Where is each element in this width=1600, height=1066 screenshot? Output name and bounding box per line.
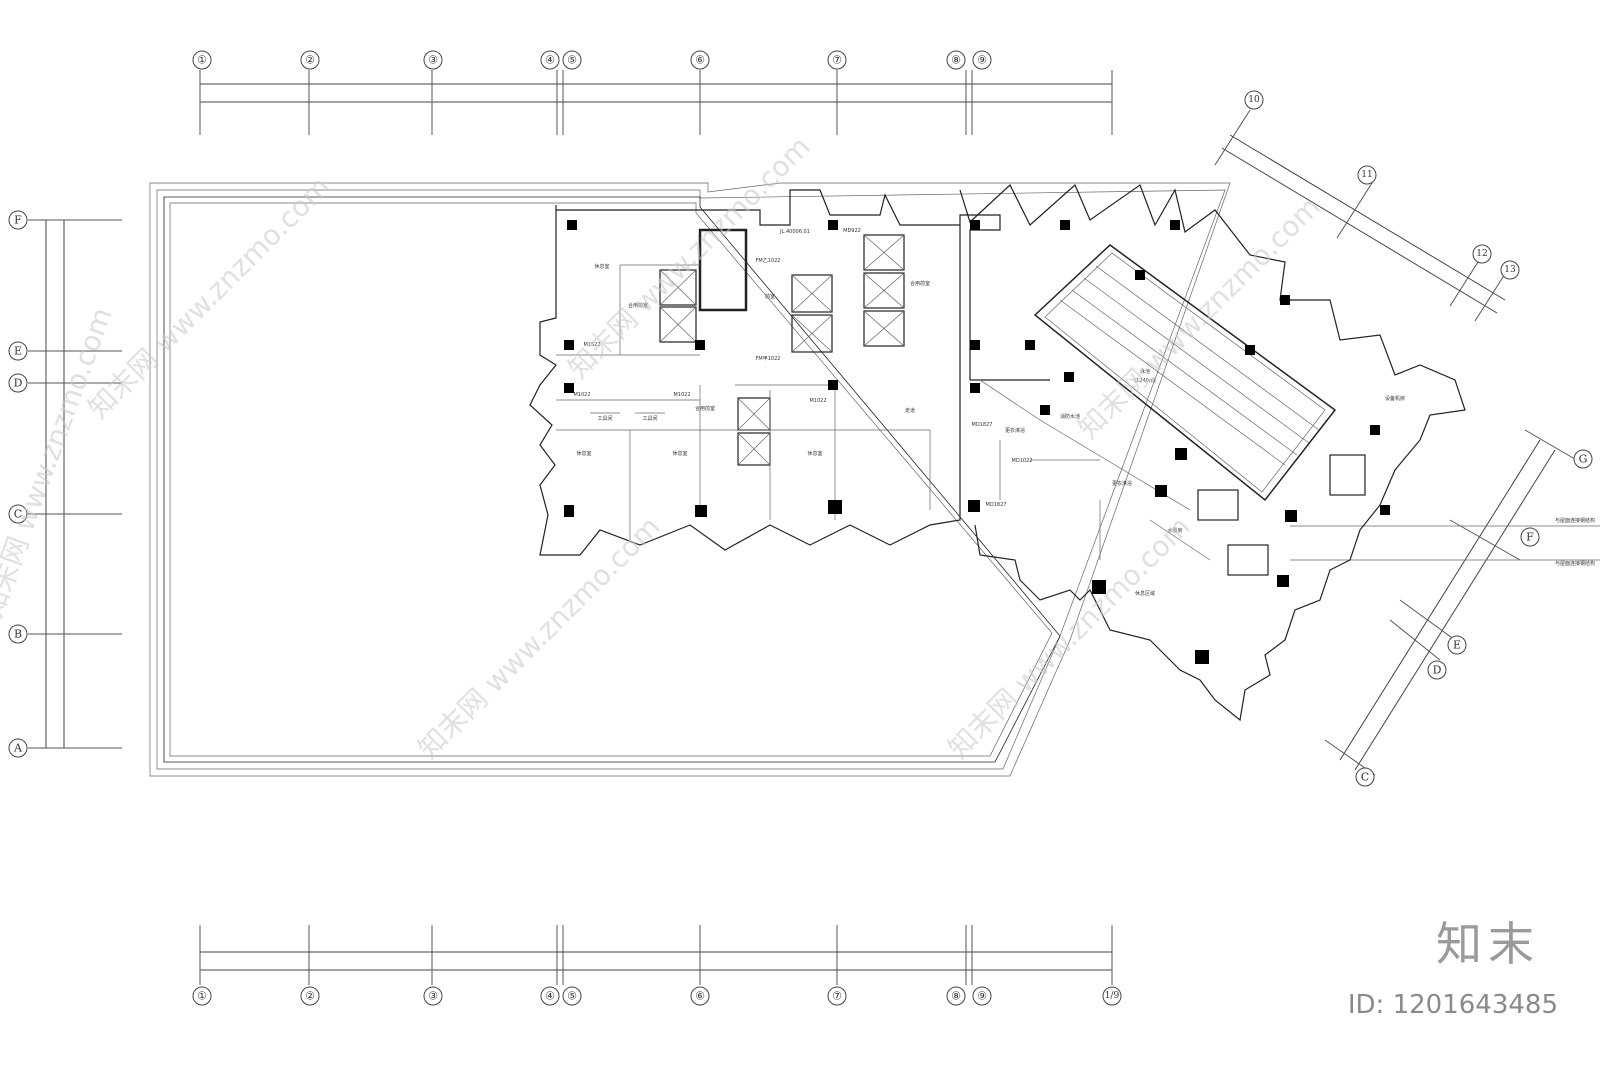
room-label: 更衣淋浴	[1005, 427, 1025, 434]
pool	[1033, 244, 1337, 502]
notes: 与屋面连接钢结构 与屋面连接钢结构	[1290, 517, 1600, 567]
room-label: 泳池	[1140, 368, 1150, 375]
axis-label: ①	[197, 990, 207, 1003]
roof-outline	[149, 182, 1231, 777]
axis-label: ⑨	[977, 54, 987, 67]
axis-label: D	[14, 377, 23, 390]
axis-label: ②	[305, 990, 315, 1003]
svg-text:知末网 www.znzmo.com: 知末网 www.znzmo.com	[412, 510, 667, 765]
diagonal-right-dimension: G F E D C	[1324, 429, 1593, 787]
axis-label: ⑦	[832, 990, 842, 1003]
axis-label: B	[14, 628, 22, 641]
door-tag: M1022	[673, 392, 690, 398]
top-axis-bubbles: ① ② ③ ④ ⑤ ⑥ ⑦ ⑧ ⑨	[192, 50, 992, 70]
bottom-dimension-lines	[199, 925, 1113, 985]
axis-label: ④	[545, 54, 555, 67]
door-tag: MD1022	[1012, 458, 1033, 464]
left-dimension-lines	[28, 219, 122, 749]
room-label: (1240㎡)	[1134, 377, 1156, 384]
axis-label: G	[1579, 453, 1588, 466]
axis-label: ⑤	[567, 54, 577, 67]
elevator-shafts	[659, 228, 1366, 576]
top-dimension-lines	[199, 70, 1113, 135]
axis-label: C	[14, 508, 22, 521]
door-tag: MD1827	[986, 502, 1007, 508]
note-text: 与屋面连接钢结构	[1555, 560, 1595, 567]
room-label: 休息室	[807, 450, 822, 457]
room-label: 消防水池	[1060, 413, 1080, 420]
axis-label: A	[13, 742, 23, 755]
room-label: 工具间	[642, 415, 657, 422]
room-label: 合用前室	[628, 302, 648, 309]
axis-label: ⑥	[695, 990, 705, 1003]
room-label: 休息区域	[1135, 590, 1155, 597]
axis-label: ⑥	[695, 54, 705, 67]
building-core	[529, 183, 1466, 722]
door-tag: JL.40006.01	[779, 229, 810, 235]
axis-label: C	[1361, 771, 1369, 784]
watermarks: 知末网 www.znzmo.com 知末网 www.znzmo.com 知末网 …	[0, 130, 1327, 765]
axis-label: 1/9	[1105, 991, 1120, 1001]
axis-label: 12	[1476, 249, 1487, 259]
room-label: 走道	[905, 407, 915, 414]
axis-label: F	[14, 214, 22, 227]
axis-label: ⑤	[567, 990, 577, 1003]
room-label: 水泵房	[1167, 527, 1182, 534]
axis-label: ④	[545, 990, 555, 1003]
axis-label: ③	[428, 54, 438, 67]
room-label: 休息室	[594, 263, 609, 270]
axis-label: D	[1433, 664, 1442, 677]
door-tag: M1022	[809, 398, 826, 404]
brand-logo: 知末	[1436, 917, 1540, 971]
door-tag: M1522	[583, 342, 600, 348]
door-tags: FM乙1022 FM甲1022 M1522 M1022 M1022 M1022 …	[573, 228, 1032, 508]
room-label: 设备机房	[1385, 395, 1405, 402]
note-text: 与屋面连接钢结构	[1555, 517, 1595, 524]
axis-label: F	[1526, 531, 1534, 544]
axis-label: ①	[197, 54, 207, 67]
door-tag: M1022	[573, 392, 590, 398]
room-label: 合用前室	[910, 280, 930, 287]
svg-text:知末网 www.znzmo.com: 知末网 www.znzmo.com	[82, 170, 337, 425]
room-label: 合用前室	[695, 405, 715, 412]
left-axis-bubbles: F E D C B A	[8, 210, 28, 758]
partitions	[556, 264, 1211, 561]
room-label: 工具间	[597, 415, 612, 422]
axis-label: ⑨	[977, 990, 987, 1003]
door-tag: FM甲1022	[756, 356, 781, 362]
room-label: 前室	[765, 293, 775, 300]
axis-label: ⑦	[832, 54, 842, 67]
room-label: 休息室	[672, 450, 687, 457]
axis-label: ②	[305, 54, 315, 67]
image-id: ID: 1201643485	[1347, 990, 1558, 1020]
door-tag: FM乙1022	[756, 257, 781, 264]
axis-label: ③	[428, 990, 438, 1003]
axis-label: E	[14, 345, 22, 358]
axis-label: ⑧	[951, 990, 961, 1003]
structural-columns	[564, 220, 1390, 664]
diagonal-top-dimension: 10 11 12 13	[1214, 90, 1520, 322]
room-label: 休息室	[576, 450, 591, 457]
axis-label: E	[1453, 639, 1461, 652]
axis-label: 13	[1504, 265, 1516, 275]
bottom-axis-bubbles: ① ② ③ ④ ⑤ ⑥ ⑦ ⑧ ⑨ 1/9	[192, 986, 1122, 1006]
axis-label: 10	[1248, 95, 1260, 105]
axis-label: 11	[1361, 170, 1372, 180]
room-labels: 休息室 合用前室 前室 合用前室 走道 休息室 工具间 工具间 休息室 合用前室…	[576, 263, 1405, 597]
door-tag: MD1827	[972, 422, 993, 428]
room-label: 更衣淋浴	[1112, 480, 1132, 487]
door-tag: MD922	[843, 228, 861, 234]
axis-label: ⑧	[951, 54, 961, 67]
